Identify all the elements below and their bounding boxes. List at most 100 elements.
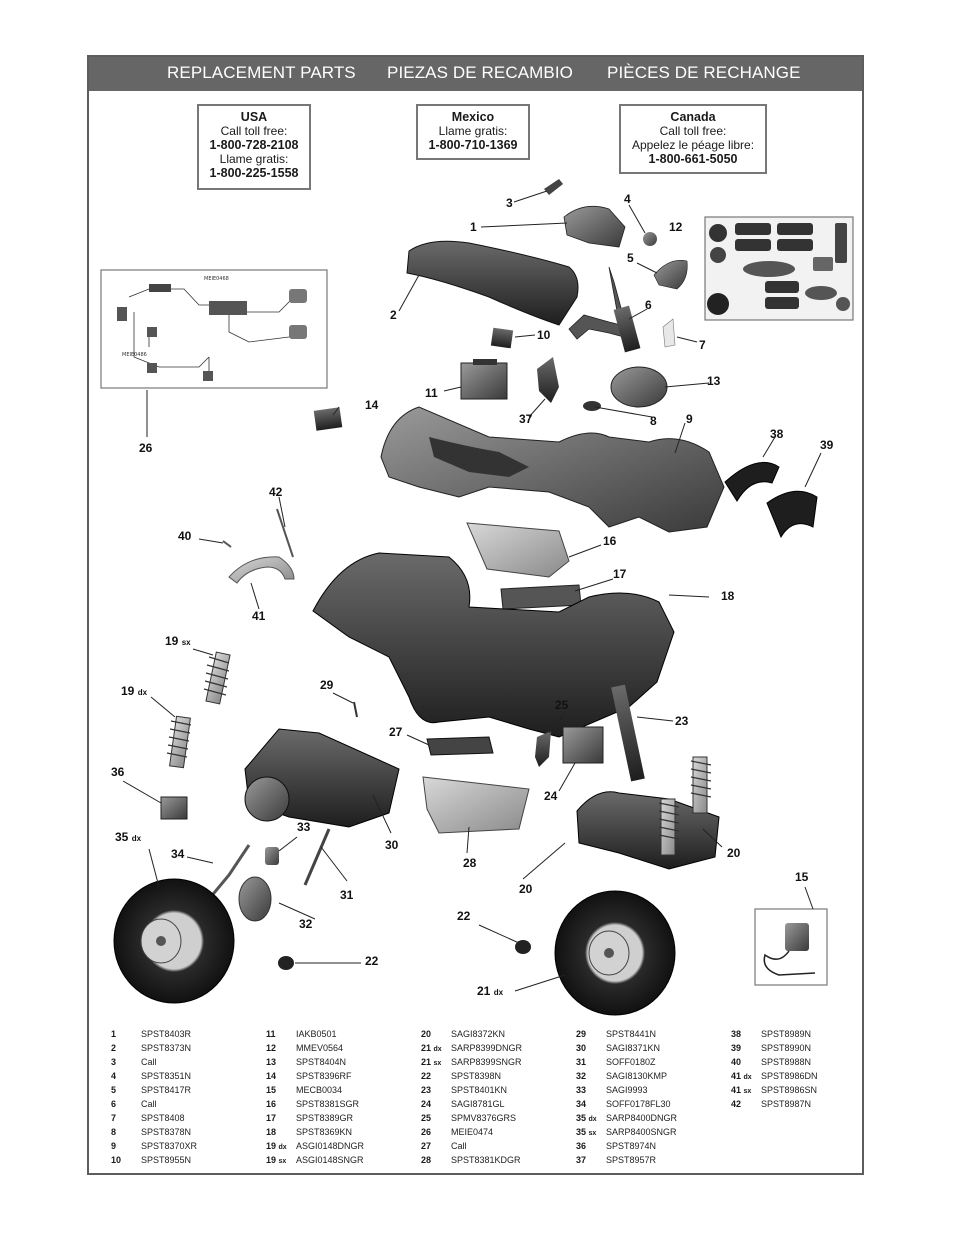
parts-row: 26 MEIE0474 — [421, 1125, 571, 1139]
part-number: 41 sx — [731, 1083, 761, 1097]
callout-3: 3 — [506, 196, 513, 210]
callout-25: 25 — [555, 698, 569, 712]
callout-37: 37 — [519, 412, 533, 426]
contact-canada: Canada Call toll free: Appelez le péage … — [619, 104, 767, 174]
callout-16: 16 — [603, 534, 617, 548]
wiring-harness-diagram: MEIE0468 MEIE0486 — [100, 269, 328, 389]
part-side-suffix: sx — [278, 1158, 287, 1165]
part-code: SPMV8376GRS — [451, 1113, 517, 1123]
callout-15: 15 — [795, 870, 809, 884]
callout-33: 33 — [297, 820, 311, 834]
part-code: SPST8987N — [761, 1099, 812, 1109]
part-number: 1 — [111, 1027, 141, 1041]
callout-7: 7 — [699, 338, 706, 352]
callout-41: 41 — [252, 609, 266, 623]
callout-11: 11 — [425, 386, 438, 400]
part-index: 35 — [576, 1113, 587, 1123]
part-code: SAGI9993 — [606, 1085, 648, 1095]
callout-1: 1 — [470, 220, 477, 234]
contact-mexico: Mexico Llame gratis: 1-800-710-1369 — [416, 104, 530, 160]
part-code: SPST8403R — [141, 1029, 192, 1039]
part-code: SARP8399DNGR — [451, 1043, 523, 1053]
callout-24: 24 — [544, 789, 558, 803]
part-number: 9 — [111, 1139, 141, 1153]
part-number: 37 — [576, 1153, 606, 1167]
contact-usa-number1[interactable]: 1-800-728-2108 — [209, 138, 299, 152]
callout-35dx-suffix: dx — [131, 834, 142, 843]
part-index: 27 — [421, 1141, 432, 1151]
part-index: 10 — [111, 1155, 122, 1165]
part-number: 26 — [421, 1125, 451, 1139]
part-index: 5 — [111, 1085, 117, 1095]
front-shock-right — [690, 756, 712, 814]
part-index: 26 — [421, 1127, 432, 1137]
front-shock-left — [658, 798, 680, 856]
callout-26: 26 — [139, 441, 153, 455]
part-number: 38 — [731, 1027, 761, 1041]
part-index: 18 — [266, 1127, 277, 1137]
part-code: SPST8986DN — [761, 1071, 818, 1081]
part-number: 35 sx — [576, 1125, 606, 1139]
callout-10: 10 — [537, 328, 551, 342]
seat-part — [406, 240, 579, 326]
part-index: 16 — [266, 1099, 277, 1109]
contact-mexico-country: Mexico — [451, 110, 495, 124]
part-index: 19 — [266, 1141, 277, 1151]
callout-2: 2 — [390, 308, 397, 322]
part-index: 32 — [576, 1071, 587, 1081]
part-code: SPST8378N — [141, 1127, 192, 1137]
callout-35dx-label: 35 dx — [115, 831, 141, 845]
part-number: 21 sx — [421, 1055, 451, 1069]
part-number: 13 — [266, 1055, 296, 1069]
part-index: 24 — [421, 1099, 432, 1109]
part-code: SAGI8371KN — [606, 1043, 661, 1053]
contact-canada-line2: Appelez le péage libre: — [631, 138, 755, 152]
part-number: 10 — [111, 1153, 141, 1167]
part-index: 7 — [111, 1113, 117, 1123]
contact-mexico-number1[interactable]: 1-800-710-1369 — [428, 138, 518, 152]
part-number: 17 — [266, 1111, 296, 1125]
part-index: 41 — [731, 1071, 742, 1081]
part-number: 4 — [111, 1069, 141, 1083]
callout-20-left: 20 — [519, 882, 533, 896]
part-code: ASGI0148DNGR — [296, 1141, 365, 1151]
contact-canada-number1[interactable]: 1-800-661-5050 — [648, 152, 738, 166]
part-code: MEIE0474 — [451, 1127, 494, 1137]
contact-usa-number2[interactable]: 1-800-225-1558 — [209, 166, 299, 180]
part-number: 14 — [266, 1069, 296, 1083]
callout-31: 31 — [340, 888, 354, 902]
part-side-suffix: dx — [588, 1116, 597, 1123]
part-number: 40 — [731, 1055, 761, 1069]
contact-usa-country: USA — [240, 110, 268, 124]
wiring-label-top: MEIE0468 — [204, 276, 229, 282]
part-code: ASGI0148SNGR — [296, 1155, 364, 1165]
part-code: SPST8989N — [761, 1029, 812, 1039]
callout-22-left: 22 — [365, 954, 379, 968]
part-index: 2 — [111, 1043, 117, 1053]
part-index: 34 — [576, 1099, 587, 1109]
part-index: 11 — [266, 1029, 276, 1039]
callout-36: 36 — [111, 765, 125, 779]
title-spanish: PIEZAS DE RECAMBIO — [387, 63, 574, 82]
contact-canada-country: Canada — [670, 110, 716, 124]
part-code: SOFF0180Z — [606, 1057, 656, 1067]
part-code: SPST8441N — [606, 1029, 657, 1039]
